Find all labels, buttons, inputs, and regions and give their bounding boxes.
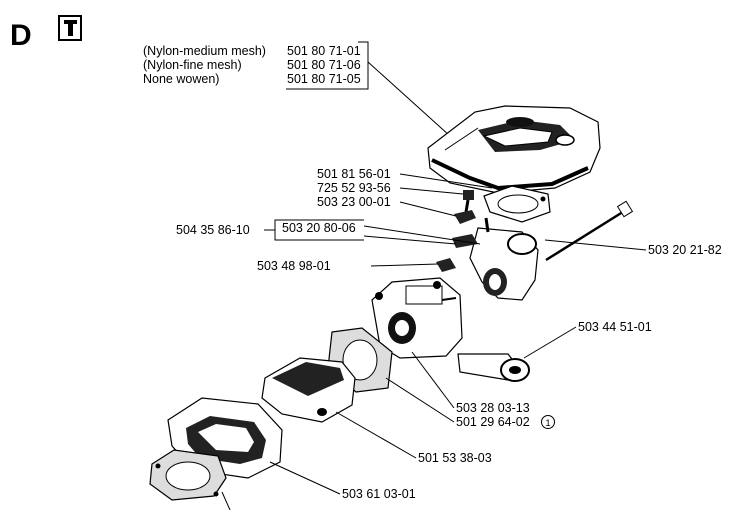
- carb-kit-note-number: 1: [545, 418, 550, 429]
- callout-gasket-top: 501 81 56-01: [317, 167, 391, 181]
- section-letter: D: [10, 19, 32, 52]
- callout-clip: 503 48 98-01: [257, 259, 331, 273]
- top-gasket: [483, 185, 551, 223]
- callout-intake-boot: 503 61 03-01: [342, 487, 416, 501]
- callout-carburetor: 503 28 03-13: [456, 401, 530, 415]
- callout-washer: 503 23 00-01: [317, 195, 391, 209]
- intake-block: [261, 357, 356, 423]
- filter-medium-desc: (Nylon-medium mesh): [143, 44, 266, 58]
- long-bolt: [545, 200, 634, 262]
- filter-none-number: 501 80 71-05: [287, 72, 361, 86]
- callout-adapter: 503 20 80-06: [282, 221, 356, 235]
- leader-lines: [221, 173, 647, 510]
- callout-intake-block: 501 53 38-03: [418, 451, 492, 465]
- carb-kit-note-badge: 1: [541, 415, 555, 429]
- filter-none-desc: None wowen): [143, 72, 219, 86]
- filter-fine-desc: (Nylon-fine mesh): [143, 58, 242, 72]
- filter-fine-number: 501 80 71-06: [287, 58, 361, 72]
- wrench-tool-icon: [58, 15, 82, 41]
- carburetor: [371, 277, 463, 359]
- carburetor-adapter: [452, 217, 539, 301]
- callout-carb-kit: 501 29 64-02: [456, 415, 530, 429]
- filter-medium-number: 501 80 71-01: [287, 44, 361, 58]
- callout-assembly: 504 35 86-10: [176, 223, 250, 237]
- callout-long-bolt: 503 20 21-82: [648, 243, 722, 257]
- callout-fuel-filter: 503 44 51-01: [578, 320, 652, 334]
- air-filter-cover: [427, 105, 601, 194]
- bottom-gasket: [149, 449, 227, 501]
- screw-and-washer: [454, 190, 476, 224]
- callout-screw: 725 52 93-56: [317, 181, 391, 195]
- clip: [436, 258, 456, 272]
- fuel-filter: [457, 353, 530, 382]
- filter-group-bracket: [286, 41, 451, 137]
